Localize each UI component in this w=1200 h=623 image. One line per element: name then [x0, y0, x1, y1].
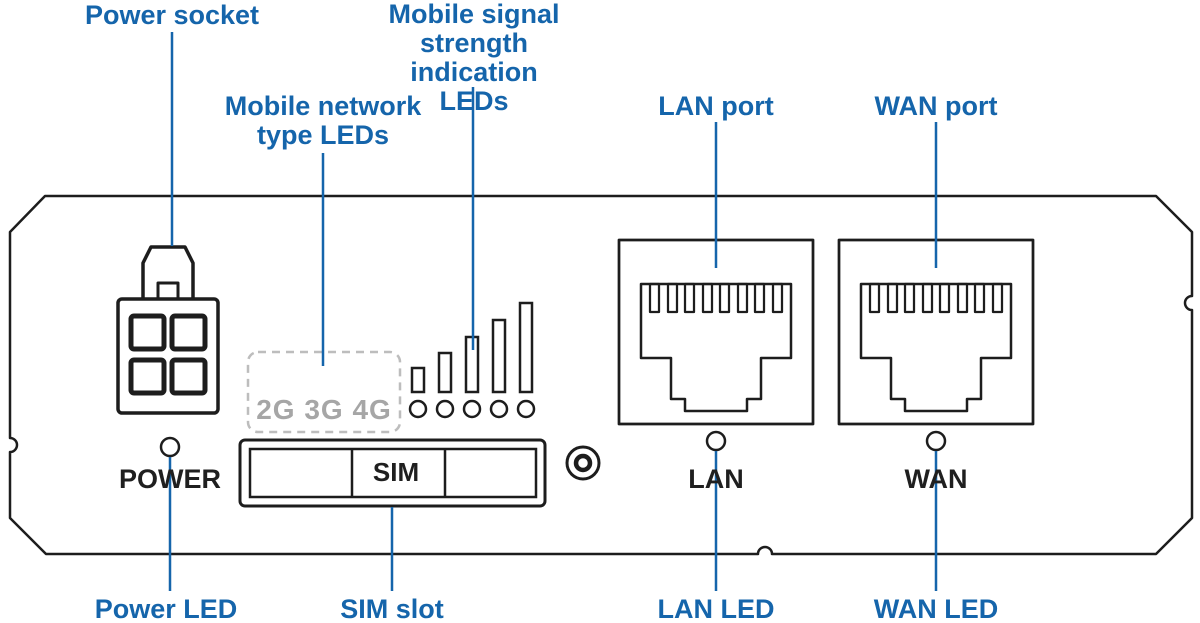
lan-port-pins: [648, 282, 784, 314]
signal-bar-5: [518, 301, 534, 394]
power-pin-hole: [169, 313, 208, 352]
signal-led-1: [408, 399, 428, 419]
wan-led-callout: WAN LED: [873, 594, 999, 623]
wan-port-pins: [868, 282, 1004, 314]
power-pin-hole: [128, 357, 167, 396]
wan-led-hole: [925, 430, 947, 452]
reset-button-drawing: [565, 445, 601, 481]
device-outline-group: [8, 194, 1194, 556]
power-socket-drawing: [116, 245, 220, 415]
sim-slot-tray: [248, 447, 538, 499]
signal-bar-2: [437, 351, 453, 394]
signal-led-4: [489, 399, 509, 419]
power-pin-hole: [169, 357, 208, 396]
leader-lines: [168, 32, 938, 591]
lan-port-jack: [639, 282, 793, 413]
signal-led-5: [516, 399, 536, 419]
mobile-signal-callout: Mobile signal strength indication LEDs: [388, 0, 560, 116]
mobile-network-callout: Mobile network type LEDs: [224, 91, 422, 150]
sim-slot-outer: [238, 438, 547, 508]
signal-strength-leds: [408, 399, 536, 419]
signal-bar-1: [410, 366, 426, 394]
reset-button-inner: [573, 453, 593, 473]
power-led-callout: Power LED: [94, 594, 238, 623]
panel-wan-label: WAN: [904, 464, 968, 494]
power-socket-body: [116, 297, 220, 415]
signal-led-2: [435, 399, 455, 419]
lan-led-hole: [705, 430, 727, 452]
panel-lan-label: LAN: [688, 464, 744, 494]
wan-port-jack: [859, 282, 1013, 413]
panel-power-label: POWER: [118, 464, 221, 494]
signal-led-3: [462, 399, 482, 419]
power-led-hole: [159, 436, 181, 458]
lan-port-callout: LAN port: [658, 91, 774, 121]
signal-bar-4: [491, 318, 507, 394]
panel-sim-label: SIM: [372, 457, 420, 487]
sim-slot-drawing: [238, 438, 547, 508]
power-pin-hole: [128, 313, 167, 352]
device-outline: [8, 194, 1194, 556]
lan-led-callout: LAN LED: [657, 594, 775, 623]
power-socket-callout: Power socket: [84, 0, 260, 30]
power-socket-latch: [156, 281, 180, 301]
status-leds: [159, 430, 947, 458]
reset-button-outer: [565, 445, 601, 481]
network-types-label: 2G 3G 4G: [256, 394, 392, 425]
wan-port-callout: WAN port: [874, 91, 998, 121]
power-socket-clip: [141, 245, 195, 299]
sim-slot-callout: SIM slot: [340, 594, 444, 623]
